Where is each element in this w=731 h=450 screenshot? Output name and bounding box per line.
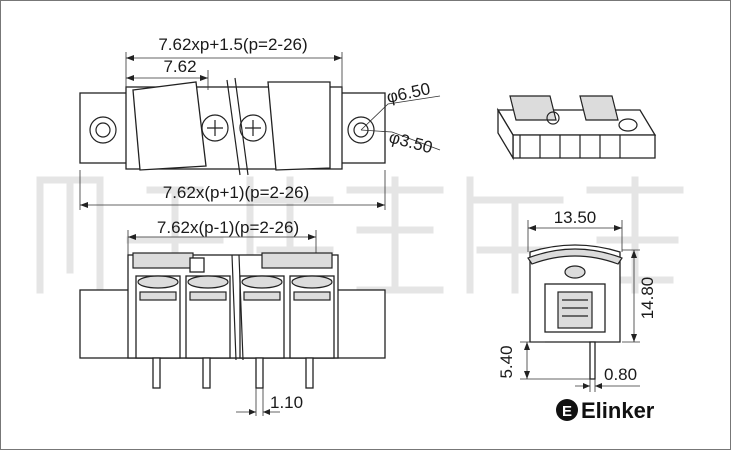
dim-overall-bottom: 7.62x(p+1)(p=2-26) bbox=[79, 170, 386, 210]
brand-mark: E bbox=[562, 403, 572, 420]
dim-pin-width: 1.10 bbox=[236, 388, 303, 416]
dim-pin-thickness: 0.80 bbox=[575, 365, 640, 392]
dim-label-side-width: 13.50 bbox=[554, 208, 597, 227]
brand-name: Elinker bbox=[581, 398, 655, 423]
dim-label-side-height: 14.80 bbox=[638, 277, 657, 320]
dim-side-height: 14.80 bbox=[622, 249, 657, 343]
brand-logo: E Elinker bbox=[556, 398, 655, 423]
top-view bbox=[79, 77, 386, 176]
dim-label-pin-thickness: 0.80 bbox=[604, 365, 637, 384]
side-view bbox=[527, 244, 623, 380]
dim-label-hole-outer: φ6.50 bbox=[385, 79, 432, 107]
dim-overall-top: 7.62xp+1.5(p=2-26) bbox=[125, 35, 343, 88]
front-view bbox=[79, 252, 386, 389]
brand-mark-circle bbox=[556, 399, 578, 421]
dim-pin-length: 5.40 bbox=[497, 341, 590, 380]
dim-label-overall-bottom: 7.62x(p+1)(p=2-26) bbox=[163, 183, 309, 202]
dim-inner-span: 7.62x(p-1)(p=2-26) bbox=[127, 218, 317, 255]
dim-label-hole-inner: φ3.50 bbox=[387, 128, 435, 158]
dim-label-pin-width: 1.10 bbox=[270, 393, 303, 412]
dim-pitch: 7.62 bbox=[126, 57, 209, 90]
dim-label-pin-length: 5.40 bbox=[497, 345, 516, 378]
dim-label-pitch: 7.62 bbox=[163, 57, 196, 76]
dim-side-width: 13.50 bbox=[527, 208, 623, 252]
dim-label-overall-top: 7.62xp+1.5(p=2-26) bbox=[158, 35, 307, 54]
iso-view bbox=[496, 95, 657, 161]
dim-label-inner-span: 7.62x(p-1)(p=2-26) bbox=[157, 218, 299, 237]
watermark bbox=[36, 176, 684, 294]
